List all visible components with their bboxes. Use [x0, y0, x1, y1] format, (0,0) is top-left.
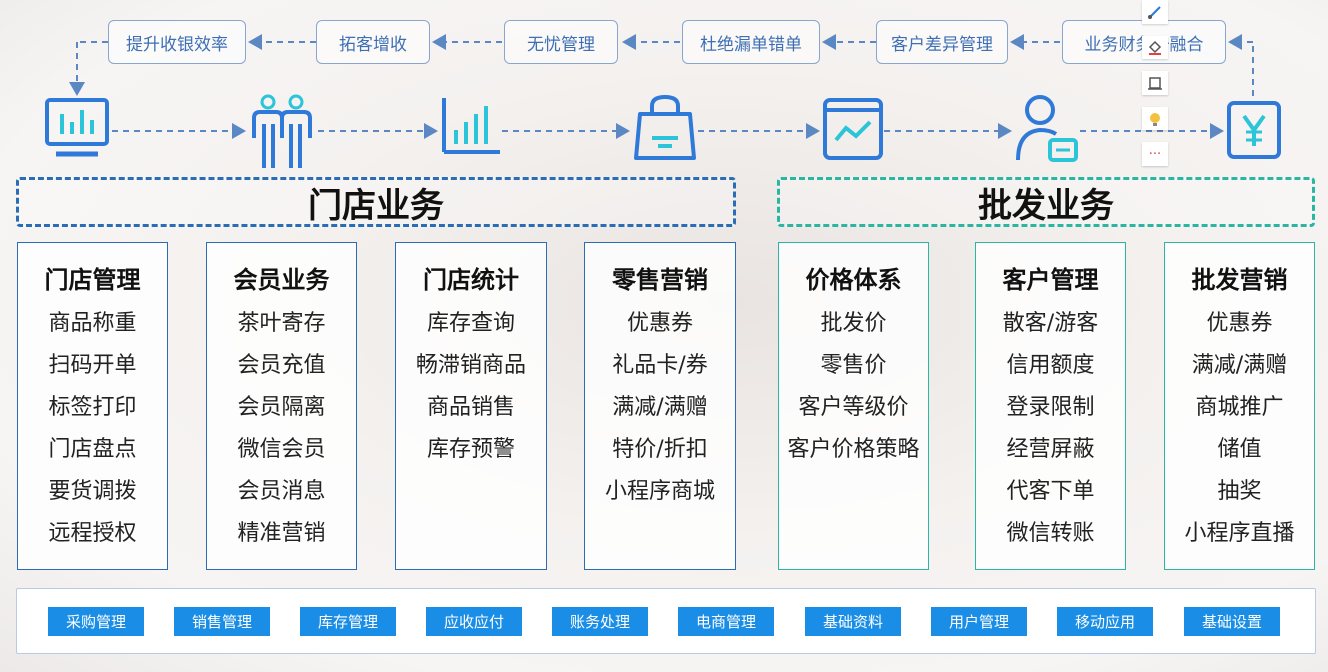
base-modules-bar: 采购管理 销售管理 库存管理 应收应付 账务处理 电商管理 基础资料 用户管理 … [16, 588, 1316, 654]
list-item: 精准营销 [237, 521, 326, 546]
yen-icon [1226, 100, 1282, 164]
flow-label-no-missing-orders: 杜绝漏单错单 [682, 20, 820, 64]
flow-label-customer-growth: 拓客增收 [316, 20, 430, 64]
shopping-bag-icon [632, 94, 698, 168]
list-item: 商城推广 [1195, 395, 1284, 420]
list-item: 远程授权 [48, 521, 137, 546]
list-item: 客户等级价 [798, 395, 909, 420]
module-ecommerce-button[interactable]: 电商管理 [678, 607, 774, 636]
floating-toolbar: ··· [1141, 0, 1169, 178]
list-item: 优惠券 [626, 311, 693, 336]
module-basic-settings-button[interactable]: 基础设置 [1184, 607, 1280, 636]
flow-label-cashier-efficiency: 提升收银效率 [108, 20, 246, 64]
list-item: 商品销售 [426, 395, 515, 420]
card-title: 会员业务 [233, 266, 330, 294]
list-item: 会员消息 [237, 479, 326, 504]
card-title: 零售营销 [612, 266, 708, 294]
flow-connectors [69, 34, 1254, 139]
list-item: 批发价 [820, 311, 887, 336]
list-item: 库存预警 [426, 437, 515, 462]
list-item: 微信转账 [1006, 521, 1095, 546]
list-item: 满减/满赠 [612, 395, 708, 420]
list-item: 客户价格策略 [787, 437, 920, 462]
list-item: 会员充值 [237, 353, 326, 378]
card-store-management: 门店管理 商品称重 扫码开单 标签打印 门店盘点 要货调拨 远程授权 [17, 242, 168, 570]
list-item: 畅滞销商品 [415, 353, 526, 378]
more-options-button[interactable]: ··· [1142, 142, 1168, 166]
list-item: 储值 [1217, 437, 1262, 462]
list-item: 要货调拨 [48, 479, 137, 504]
card-price-system: 价格体系 批发价 零售价 客户等级价 客户价格策略 [778, 242, 929, 570]
users-icon [248, 94, 316, 174]
module-basic-data-button[interactable]: 基础资料 [805, 607, 901, 636]
list-item: 微信会员 [237, 437, 326, 462]
list-item: 代客下单 [1006, 479, 1095, 504]
card-title: 客户管理 [1002, 266, 1099, 294]
list-item: 散客/游客 [1002, 311, 1099, 336]
card-title: 批发营销 [1191, 266, 1288, 294]
monitor-chart-icon [44, 94, 110, 164]
list-item: 小程序直播 [1184, 521, 1295, 546]
card-customer-management: 客户管理 散客/游客 信用额度 登录限制 经营屏蔽 代客下单 微信转账 [975, 242, 1126, 570]
list-item: 满减/满赠 [1191, 353, 1288, 378]
bar-chart-icon [440, 94, 502, 162]
module-sales-button[interactable]: 销售管理 [174, 607, 270, 636]
module-user-management-button[interactable]: 用户管理 [931, 607, 1027, 636]
card-title: 门店统计 [423, 266, 519, 294]
module-receivable-payable-button[interactable]: 应收应付 [426, 607, 522, 636]
card-title: 门店管理 [44, 266, 141, 294]
list-item: 优惠券 [1206, 311, 1273, 336]
brush-icon[interactable] [1142, 0, 1168, 24]
module-inventory-button[interactable]: 库存管理 [300, 607, 396, 636]
card-wholesale-marketing: 批发营销 优惠券 满减/满赠 商城推广 储值 抽奖 小程序直播 [1164, 242, 1315, 570]
list-item: 特价/折扣 [612, 437, 708, 462]
bulb-icon[interactable] [1142, 106, 1168, 131]
list-item: 商品称重 [48, 311, 137, 336]
section-store-business: 门店业务 [16, 177, 736, 227]
module-mobile-app-button[interactable]: 移动应用 [1057, 607, 1153, 636]
list-item: 会员隔离 [237, 395, 326, 420]
user-card-icon [1014, 94, 1080, 168]
list-item: 信用额度 [1006, 353, 1095, 378]
list-item: 茶叶寄存 [237, 311, 326, 336]
list-item: 零售价 [820, 353, 887, 378]
list-item: 登录限制 [1006, 395, 1095, 420]
list-item: 礼品卡/券 [612, 353, 708, 378]
flow-label-customer-diff: 客户差异管理 [876, 20, 1008, 64]
list-item: 抽奖 [1217, 479, 1262, 504]
trend-window-icon [822, 94, 884, 166]
fill-icon[interactable] [1142, 35, 1168, 60]
card-member-business: 会员业务 茶叶寄存 会员充值 会员隔离 微信会员 会员消息 精准营销 [206, 242, 357, 570]
list-item: 小程序商城 [604, 479, 715, 504]
section-wholesale-business: 批发业务 [777, 177, 1315, 227]
list-item: 标签打印 [48, 395, 137, 420]
list-item: 库存查询 [426, 311, 515, 336]
card-store-statistics: 门店统计 库存查询 畅滞销商品 商品销售 库存预警 [395, 242, 547, 570]
module-purchase-button[interactable]: 采购管理 [48, 607, 144, 636]
flow-label-worry-free: 无忧管理 [504, 20, 618, 64]
list-item: 经营屏蔽 [1006, 437, 1095, 462]
list-item: 扫码开单 [48, 353, 137, 378]
card-retail-marketing: 零售营销 优惠券 礼品卡/券 满减/满赠 特价/折扣 小程序商城 [584, 242, 736, 570]
crop-icon[interactable] [1142, 71, 1168, 95]
module-accounting-button[interactable]: 账务处理 [552, 607, 648, 636]
card-title: 价格体系 [805, 266, 902, 294]
list-item: 门店盘点 [48, 437, 137, 462]
